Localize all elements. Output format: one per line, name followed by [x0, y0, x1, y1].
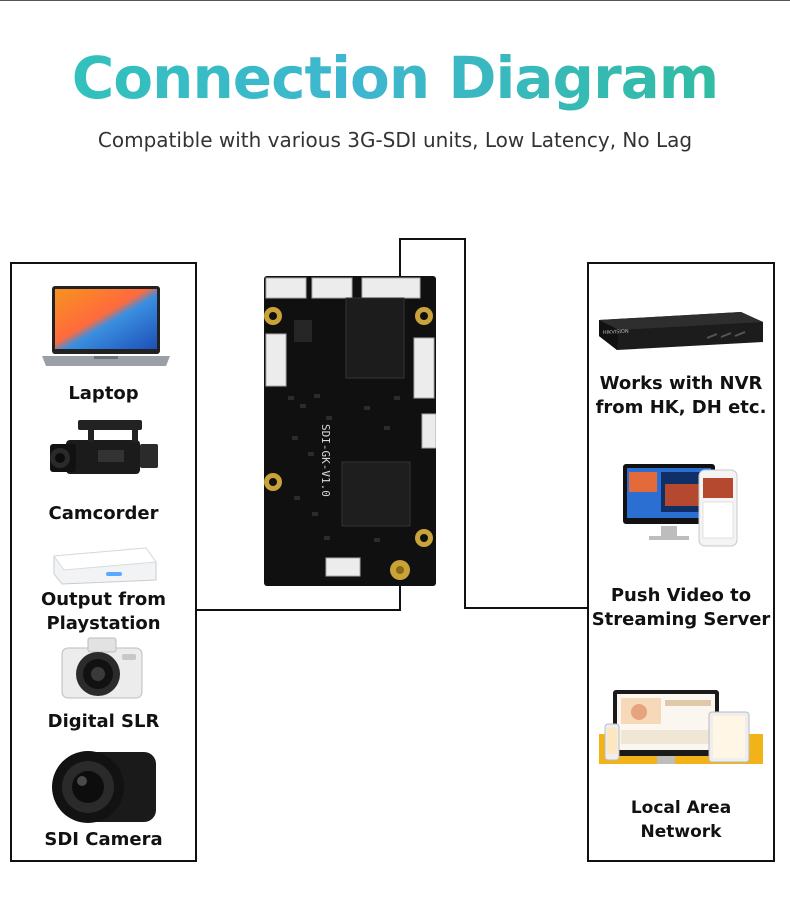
input-wire-horizontal [195, 609, 401, 611]
input-wire-vertical [399, 584, 401, 611]
output-label-nvr: Works with NVR from HK, DH etc. [595, 373, 767, 418]
output-wire-horizontal [464, 607, 588, 609]
output-label-streaming: Push Video to Streaming Server [591, 585, 771, 630]
laptop-icon [42, 286, 170, 366]
output-wire-top [399, 238, 466, 240]
top-border [0, 0, 790, 1]
source-label-dslr: Digital SLR [47, 711, 160, 732]
streaming-server-icon [623, 464, 738, 547]
svg-text:HIKVISION: HIKVISION [603, 329, 629, 336]
nvr-icon: HIKVISION [599, 312, 763, 350]
page-title: Connection Diagram [0, 44, 790, 112]
source-label-camcorder: Camcorder [48, 503, 159, 524]
sdi-encoder-board: SDI-GK-V1.0 [264, 276, 436, 586]
source-devices-panel: Laptop Camcorder Output from Playstation… [10, 262, 197, 862]
output-wire-stub [399, 238, 401, 278]
source-label-playstation: Output from Playstation [40, 589, 167, 634]
game-console-icon [53, 547, 157, 585]
board-model-text: SDI-GK-V1.0 [319, 424, 332, 497]
source-label-laptop: Laptop [68, 383, 139, 404]
lan-devices-icon [599, 690, 763, 764]
output-targets-panel: HIKVISION Works with NVR from HK, DH etc… [587, 262, 775, 862]
page-subtitle: Compatible with various 3G-SDI units, Lo… [97, 128, 693, 152]
sdi-camera-icon [52, 751, 156, 823]
camcorder-icon [50, 420, 158, 474]
source-label-sdi-camera: SDI Camera [44, 829, 163, 850]
output-wire-vertical [464, 238, 466, 609]
dslr-camera-icon [61, 637, 143, 699]
output-label-lan: Local Area Network [630, 798, 732, 842]
